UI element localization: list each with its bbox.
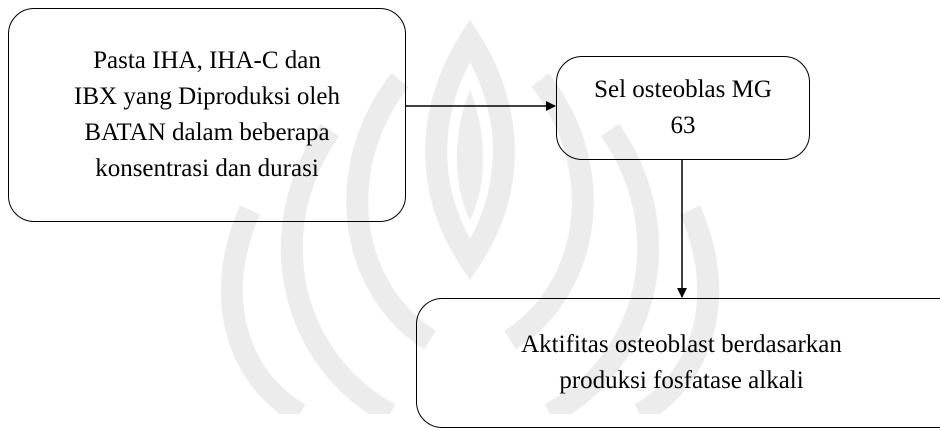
watermark-emblem — [220, 19, 720, 414]
outcome-node-label: Aktifitas osteoblast berdasarkan produks… — [521, 331, 842, 394]
cells-node-label: Sel osteoblas MG 63 — [594, 76, 772, 139]
cells-node: Sel osteoblas MG 63 — [556, 56, 810, 160]
source-node: Pasta IHA, IHA-C dan IBX yang Diproduksi… — [8, 8, 406, 222]
outcome-node: Aktifitas osteoblast berdasarkan produks… — [416, 298, 940, 428]
source-node-label: Pasta IHA, IHA-C dan IBX yang Diproduksi… — [74, 47, 340, 182]
